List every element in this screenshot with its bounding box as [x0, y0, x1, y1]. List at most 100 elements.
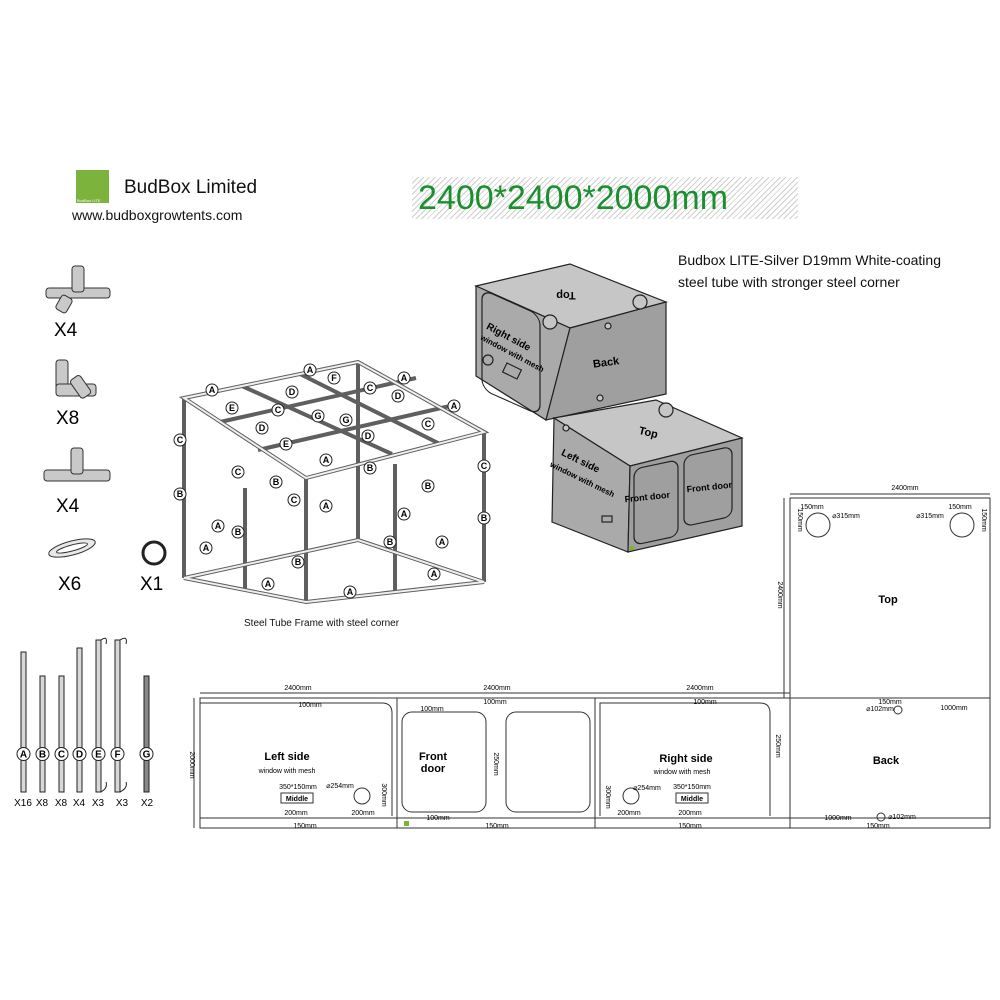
description-line-2: steel tube with stronger steel corner: [678, 274, 900, 290]
vent-102-bottom: ⌀102mm: [888, 814, 916, 821]
svg-text:A: A: [401, 509, 408, 519]
connector-qty-5: X1: [140, 574, 163, 595]
frame-label: G: [339, 413, 353, 427]
panel-door-1: door: [421, 763, 446, 775]
panel-front-1: Front: [419, 751, 447, 763]
pole-c-icon: [58, 675, 65, 793]
panel-right-window: window with mesh: [653, 769, 711, 776]
frame-label: B: [383, 535, 397, 549]
svg-text:C: C: [291, 495, 298, 505]
dim-1000a: 1000mm: [940, 705, 967, 712]
poles-legend: A B C D E F G X16 X8 X8 X4 X3 X3 X2: [14, 637, 154, 809]
pole-a-icon: [20, 651, 27, 793]
svg-text:A: A: [347, 587, 354, 597]
frame-label: A: [319, 453, 333, 467]
t-connector-icon: [43, 447, 111, 482]
pole-f-icon: [114, 639, 121, 793]
size-title: 2400*2400*2000mm: [418, 178, 729, 217]
svg-text:C: C: [177, 435, 184, 445]
blueprint-accent: [404, 821, 409, 826]
dim-150d: 150mm: [866, 823, 890, 830]
dim-100a: 100mm: [298, 702, 322, 709]
dim-150h: 150mm: [796, 508, 803, 532]
dim-w-right: 2400mm: [686, 685, 713, 692]
frame-label: A: [199, 541, 213, 555]
frame-label: C: [231, 465, 245, 479]
svg-text:E: E: [229, 403, 235, 413]
company-name: BudBox Limited: [124, 177, 258, 198]
pole-e-icon: [95, 639, 102, 793]
svg-text:C: C: [275, 405, 282, 415]
frame-label: A: [261, 577, 275, 591]
website-link[interactable]: www.budboxgrowtents.com: [72, 207, 243, 223]
frame-label: C: [363, 381, 377, 395]
tent-view-front: [551, 399, 744, 553]
frame-caption: Steel Tube Frame with steel corner: [244, 618, 400, 629]
frame-label: A: [447, 399, 461, 413]
frame-label: A: [397, 371, 411, 385]
vent-102-top: ⌀102mm: [866, 706, 894, 713]
svg-text:A: A: [323, 501, 330, 511]
frame-label: D: [285, 385, 299, 399]
connector-qty-3: X4: [56, 496, 80, 517]
svg-text:B: B: [387, 537, 394, 547]
dim-300a: 300mm: [380, 783, 387, 807]
pole-qty-g: X2: [141, 798, 154, 809]
vent-254-right: ⌀254mm: [633, 785, 661, 792]
pole-label-c: C: [58, 750, 65, 761]
frame-label: D: [255, 421, 269, 435]
frame-label: A: [427, 567, 441, 581]
svg-text:A: A: [307, 365, 314, 375]
dim-w-left: 2400mm: [284, 685, 311, 692]
svg-text:B: B: [295, 557, 302, 567]
dim-100b: 100mm: [420, 706, 444, 713]
svg-text:C: C: [367, 383, 374, 393]
svg-text:A: A: [323, 455, 330, 465]
frame-label: C: [271, 403, 285, 417]
pole-g-icon: [143, 675, 150, 793]
frame-label: A: [343, 585, 357, 599]
dim-150g: 150mm: [948, 504, 972, 511]
window-size-right: 350*150mm: [673, 784, 711, 791]
svg-text:B: B: [235, 527, 242, 537]
frame-label: D: [361, 429, 375, 443]
vent-315-left: ⌀315mm: [832, 513, 860, 520]
pole-qty-f: X3: [116, 798, 129, 809]
svg-text:A: A: [401, 373, 408, 383]
pole-label-b: B: [39, 750, 46, 761]
tent-front-door-2: Front door: [686, 480, 733, 495]
dim-150e: 150mm: [878, 699, 902, 706]
dim-200d: 200mm: [678, 810, 702, 817]
vent-315-right: ⌀315mm: [916, 513, 944, 520]
panel-left-window: window with mesh: [258, 768, 316, 775]
pole-label-e: E: [95, 750, 102, 761]
svg-text:B: B: [367, 463, 374, 473]
svg-text:B: B: [273, 477, 280, 487]
dim-200c: 200mm: [617, 810, 641, 817]
pole-qty-a: X16: [14, 798, 32, 809]
pole-label-g: G: [143, 750, 151, 761]
dim-200a: 200mm: [284, 810, 308, 817]
frame-label: B: [291, 555, 305, 569]
connector-parts: X4 X8 X4 X6 X1: [43, 265, 167, 595]
brand-logo: [76, 170, 109, 203]
dim-1000b: 1000mm: [824, 815, 851, 822]
tent-front-door-1: Front door: [624, 490, 671, 505]
blueprint-panel-titles: Left side window with mesh Front door Ri…: [258, 594, 900, 776]
dim-w-top: 2400mm: [891, 485, 918, 492]
frame-label: A: [319, 499, 333, 513]
pole-qty-b: X8: [36, 798, 49, 809]
middle-label-right: Middle: [681, 796, 703, 803]
tent-view-rear: [474, 263, 668, 421]
pole-label-a: A: [20, 750, 27, 761]
tent-rear-top-label: Top: [556, 289, 576, 301]
description-line-1: Budbox LITE-Silver D19mm White-coating: [678, 252, 941, 268]
svg-text:A: A: [431, 569, 438, 579]
svg-text:A: A: [439, 537, 446, 547]
panel-left-side: Left side: [264, 751, 309, 763]
strap-icon: [48, 538, 96, 558]
frame-label: B: [173, 487, 187, 501]
4-way-corner-connector-icon: [45, 265, 111, 314]
svg-text:A: A: [265, 579, 272, 589]
